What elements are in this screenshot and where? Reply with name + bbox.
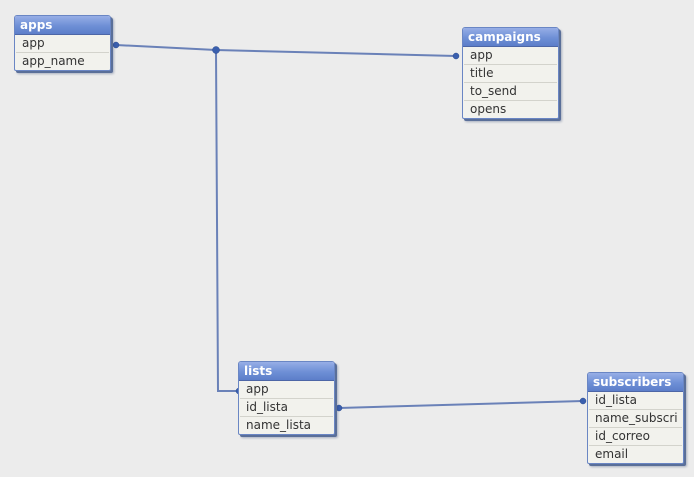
table-apps[interactable]: apps app app_name (14, 15, 111, 71)
connector-dot-subscribers-id-lista (579, 397, 587, 405)
table-lists[interactable]: lists app id_lista name_lista (238, 361, 335, 435)
field-id-correo[interactable]: id_correo (589, 428, 682, 446)
table-title-subscribers[interactable]: subscribers (588, 373, 683, 392)
link-lists-subscribers-id-lista[interactable] (338, 400, 584, 409)
table-subscribers[interactable]: subscribers id_lista name_subscri id_cor… (587, 372, 684, 464)
link-apps-campaigns-app[interactable] (115, 44, 457, 57)
field-title[interactable]: title (464, 65, 557, 83)
table-title-lists[interactable]: lists (239, 362, 334, 381)
field-app[interactable]: app (16, 35, 109, 53)
junction-dot (212, 46, 220, 54)
link-apps-lists-app[interactable] (215, 49, 239, 392)
field-app[interactable]: app (464, 47, 557, 65)
connector-dot-lists-id-lista (335, 404, 343, 412)
field-opens[interactable]: opens (470, 102, 507, 116)
field-id-lista[interactable]: id_lista (589, 392, 682, 410)
field-app-name[interactable]: app_name (22, 54, 85, 68)
field-name-subscri[interactable]: name_subscri (589, 410, 682, 428)
table-title-campaigns[interactable]: campaigns (463, 28, 558, 47)
connector-dot-apps-app (112, 41, 120, 49)
field-app[interactable]: app (240, 381, 333, 399)
field-id-lista[interactable]: id_lista (240, 399, 333, 417)
table-title-apps[interactable]: apps (15, 16, 110, 35)
field-email[interactable]: email (595, 447, 629, 461)
connector-dot-campaigns-app (452, 52, 460, 60)
table-campaigns[interactable]: campaigns app title to_send opens (462, 27, 559, 119)
field-to-send[interactable]: to_send (464, 83, 557, 101)
field-name-lista[interactable]: name_lista (246, 418, 312, 432)
